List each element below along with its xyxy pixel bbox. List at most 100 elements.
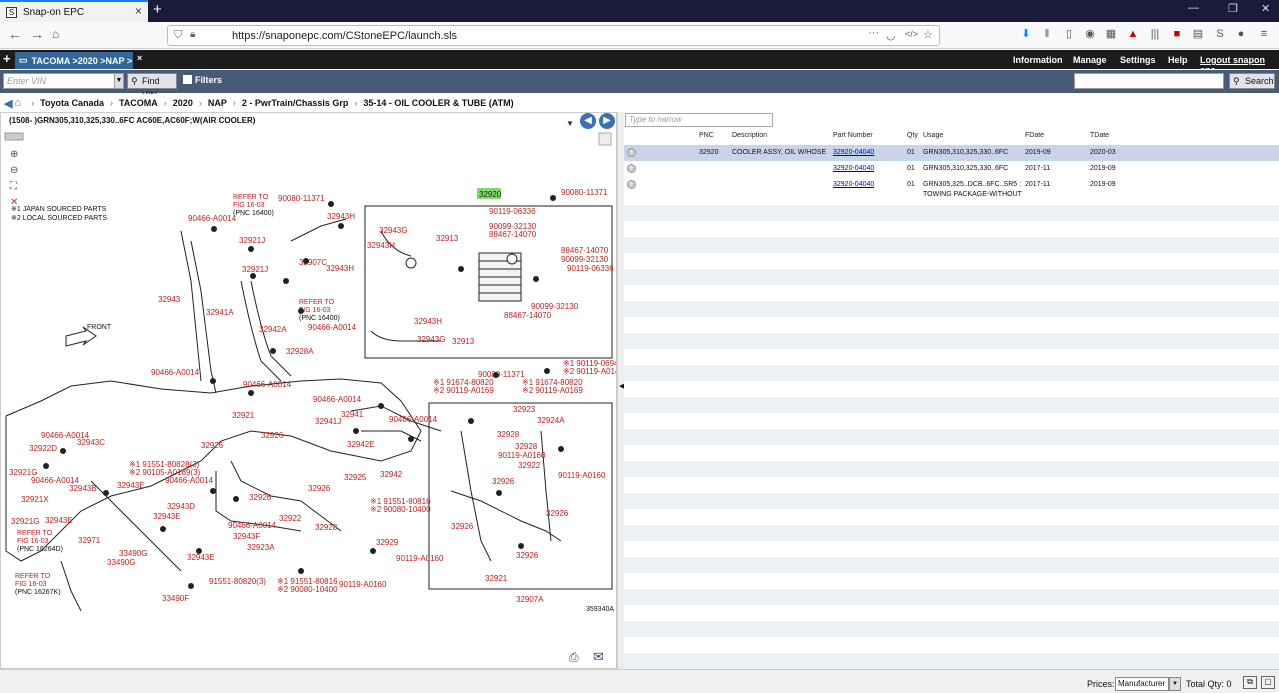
chevron-down-icon[interactable]: ▼: [1169, 677, 1181, 691]
breadcrumb-year[interactable]: 2020: [172, 98, 193, 108]
filters-toggle[interactable]: Filters: [183, 75, 222, 85]
barcode-icon[interactable]: |||: [1150, 28, 1160, 40]
account-icon[interactable]: ◉: [1085, 28, 1095, 40]
add-vehicle-icon[interactable]: +: [3, 51, 11, 66]
s-extension-icon[interactable]: S: [1216, 28, 1224, 40]
menu-help[interactable]: Help: [1168, 55, 1188, 65]
url-bar[interactable]: ⛉ 🔒︎ https://snaponepc.com/CStoneEPC/lau…: [167, 25, 940, 46]
back-icon[interactable]: ←: [8, 26, 22, 42]
download-icon[interactable]: ⬇: [1021, 28, 1031, 40]
vin-input[interactable]: Enter VIN: [3, 73, 115, 89]
vin-dropdown-icon[interactable]: ▼: [114, 73, 124, 89]
forward-icon[interactable]: →: [30, 26, 44, 42]
colorful-extension-icon[interactable]: ●: [1237, 28, 1245, 40]
close-tab-icon[interactable]: ×: [134, 4, 142, 18]
svg-text:90466-A0014: 90466-A0014: [151, 368, 200, 377]
collapse-arrow-icon[interactable]: ◀: [619, 383, 625, 390]
print-icon[interactable]: ⎙: [569, 650, 579, 664]
menu-information[interactable]: Information: [1013, 55, 1063, 65]
prices-label: Prices:: [1087, 679, 1115, 689]
expand-row-icon[interactable]: +: [627, 164, 636, 173]
table-row[interactable]: + 32920 COOLER ASSY, OIL W/HOSE 32920-04…: [624, 145, 1279, 161]
menu-settings[interactable]: Settings: [1120, 55, 1156, 65]
zoom-out-icon[interactable]: ⊖: [10, 165, 19, 176]
find-vin-button[interactable]: ⚲ Find VIN: [127, 73, 177, 100]
chevron-down-icon[interactable]: ▼: [566, 119, 574, 128]
shield-icon[interactable]: ⛉: [174, 29, 183, 41]
home-icon[interactable]: ⌂: [14, 97, 22, 109]
svg-text:32926: 32926: [201, 441, 224, 450]
next-figure-icon[interactable]: ▶: [599, 113, 615, 129]
reader-icon[interactable]: </>: [905, 29, 919, 39]
grid-icon[interactable]: ▤: [1192, 28, 1204, 40]
svg-text:32921J: 32921J: [242, 265, 268, 274]
browser-tab[interactable]: S Snap-on EPC ×: [0, 0, 148, 22]
col-part-number[interactable]: Part Number: [833, 132, 873, 139]
expand-row-icon[interactable]: +: [627, 180, 636, 189]
filters-checkbox-icon: [183, 75, 192, 84]
library-icon[interactable]: ‖: [1044, 28, 1050, 40]
zoom-in-icon[interactable]: ⊕: [10, 149, 19, 160]
window-icon[interactable]: ⧉: [1243, 676, 1257, 689]
col-usage[interactable]: Usage: [923, 132, 944, 139]
narrow-input[interactable]: Type to narrow: [625, 113, 773, 127]
expand-row-icon[interactable]: +: [627, 148, 636, 157]
close-vehicle-tab-icon[interactable]: ×: [137, 53, 143, 63]
table-row[interactable]: + 32920-04040 01 GRN305,310,325,330..6FC…: [624, 161, 1279, 177]
prices-select[interactable]: Manufacturer: [1115, 677, 1169, 691]
lock-icon[interactable]: 🔒︎: [190, 29, 196, 40]
svg-text:※2 90119-A0149: ※2 90119-A0149: [563, 367, 616, 376]
search-button[interactable]: ⚲ Search: [1229, 73, 1275, 89]
col-description[interactable]: Description: [732, 132, 768, 139]
svg-text:88467-14070: 88467-14070: [504, 311, 552, 320]
table-row[interactable]: + 32920-04040 01 GRN305,325..DCB..6FC..S…: [624, 177, 1279, 203]
extension-icon[interactable]: ▦: [1105, 28, 1117, 40]
sidebar-icon[interactable]: ▯: [1065, 28, 1073, 40]
menu-icon[interactable]: ≡: [1260, 28, 1268, 40]
email-icon[interactable]: ✉: [593, 649, 604, 664]
parts-diagram[interactable]: 32920 ※1 JAPAN SOURCED PARTS ※2 LOCAL SO…: [1, 131, 616, 668]
part-number-link[interactable]: 32920-04040: [833, 165, 875, 172]
pdf-icon[interactable]: ▲: [1127, 28, 1139, 40]
model-selector[interactable]: (1508- )GRN305,310,325,330..6FC AC60E,AC…: [1, 113, 616, 130]
svg-text:32921: 32921: [232, 411, 255, 420]
minimize-icon[interactable]: —: [1188, 2, 1199, 14]
svg-text:32926: 32926: [308, 484, 331, 493]
acrobat-icon[interactable]: ■: [1173, 28, 1181, 40]
svg-text:32943H: 32943H: [367, 241, 395, 250]
more-icon[interactable]: ···: [868, 27, 879, 39]
bookmark-star-icon[interactable]: ☆: [923, 29, 933, 41]
row-fdate: 2019-09: [1025, 149, 1051, 156]
breadcrumb-section[interactable]: 35-14 - OIL COOLER & TUBE (ATM): [363, 98, 514, 108]
menu-manage[interactable]: Manage: [1073, 55, 1107, 65]
vehicle-tab[interactable]: ▭ TACOMA >2020 >NAP > ×: [15, 52, 142, 69]
svg-text:90099-32130: 90099-32130: [489, 222, 537, 231]
col-pnc[interactable]: PNC: [699, 132, 714, 139]
new-tab-icon[interactable]: +: [153, 1, 162, 18]
breadcrumb-region[interactable]: NAP: [207, 98, 227, 108]
close-window-icon[interactable]: ✕: [1261, 3, 1271, 15]
home-icon[interactable]: ⌂: [52, 27, 60, 41]
part-number-link[interactable]: 32920-04040: [833, 149, 875, 156]
pane-splitter[interactable]: ◀: [617, 112, 624, 669]
restore-icon[interactable]: ❐: [1228, 3, 1238, 15]
reset-zoom-icon[interactable]: ✕: [10, 197, 19, 208]
svg-text:32907A: 32907A: [516, 595, 544, 604]
breadcrumb-model[interactable]: TACOMA: [118, 98, 158, 108]
fit-icon[interactable]: ⛶: [10, 181, 17, 192]
breadcrumb-make[interactable]: Toyota Canada: [40, 98, 104, 108]
maximize-icon[interactable]: ▢: [1261, 676, 1275, 689]
global-search-input[interactable]: [1074, 73, 1224, 89]
col-fdate[interactable]: FDate: [1025, 132, 1045, 139]
pocket-icon[interactable]: ◡: [886, 30, 896, 42]
breadcrumb-group[interactable]: 2 - PwrTrain/Chassis Grp: [241, 98, 349, 108]
col-tdate[interactable]: TDate: [1090, 132, 1110, 139]
svg-text:32943E: 32943E: [187, 553, 215, 562]
svg-text:90119-A0160: 90119-A0160: [558, 471, 606, 480]
svg-text:90466-A0014: 90466-A0014: [308, 323, 357, 332]
back-arrow-icon[interactable]: ◀: [4, 97, 13, 110]
col-qty[interactable]: Qty: [907, 132, 918, 139]
svg-text:※2 90119-A0169: ※2 90119-A0169: [522, 386, 583, 395]
part-number-link[interactable]: 32920-04040: [833, 181, 875, 188]
previous-figure-icon[interactable]: ◀: [580, 113, 596, 129]
